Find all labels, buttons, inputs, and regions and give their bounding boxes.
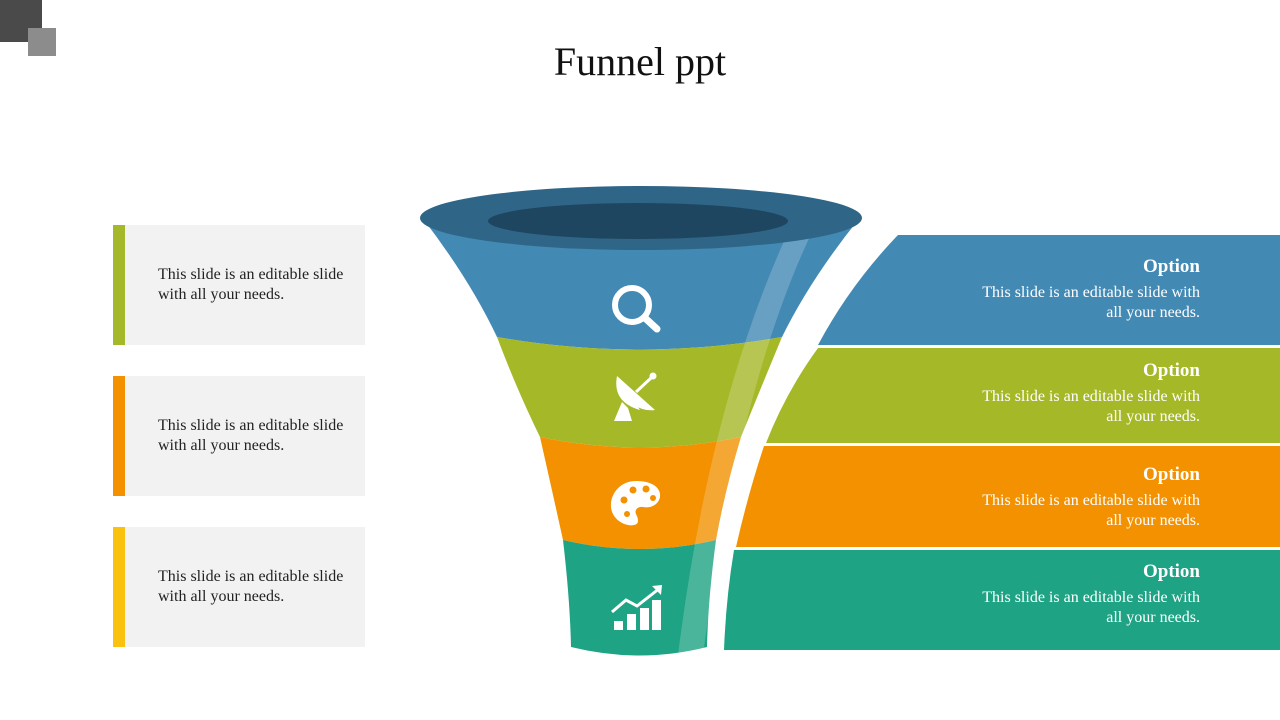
satellite-dish-icon [614,372,657,421]
option-label: Option [1142,561,1200,582]
option-block-3: Option This slide is an editable slide w… [900,463,1200,531]
option-description: This slide is an editable slide with all… [982,284,1200,321]
left-card-accent [113,376,125,496]
option-band-4 [724,550,1280,650]
option-label: Option [1142,360,1200,381]
option-label: Option [1142,464,1200,485]
funnel-segment-2 [497,337,782,448]
funnel-segment-4 [563,540,716,656]
left-card-accent [113,225,125,345]
option-band-2 [766,348,1280,443]
funnel-highlight [678,228,814,655]
left-card-text: This slide is an editable slide with all… [158,568,344,605]
left-card-text: This slide is an editable slide with all… [158,266,344,303]
search-icon [612,285,661,333]
left-card-accent [113,527,125,647]
slide-title: Funnel ppt [553,39,727,84]
palette-icon [610,481,661,526]
option-description: This slide is an editable slide with all… [982,492,1200,529]
left-card-1: This slide is an editable slide with all… [113,225,365,345]
option-label: Option [1142,256,1200,277]
growth-chart-icon [611,585,662,630]
corner-decoration-light [28,28,56,56]
funnel-opening [488,203,788,239]
option-block-1: Option This slide is an editable slide w… [900,255,1200,323]
option-band-1 [818,235,1280,345]
option-block-4: Option This slide is an editable slide w… [900,560,1200,628]
option-description: This slide is an editable slide with all… [982,589,1200,626]
left-card-3: This slide is an editable slide with all… [113,527,365,647]
funnel-segment-1 [424,220,858,350]
left-card-2: This slide is an editable slide with all… [113,376,365,496]
left-card-text: This slide is an editable slide with all… [158,417,344,454]
option-description: This slide is an editable slide with all… [982,388,1200,425]
option-band-3 [736,446,1280,547]
option-block-2: Option This slide is an editable slide w… [900,359,1200,427]
